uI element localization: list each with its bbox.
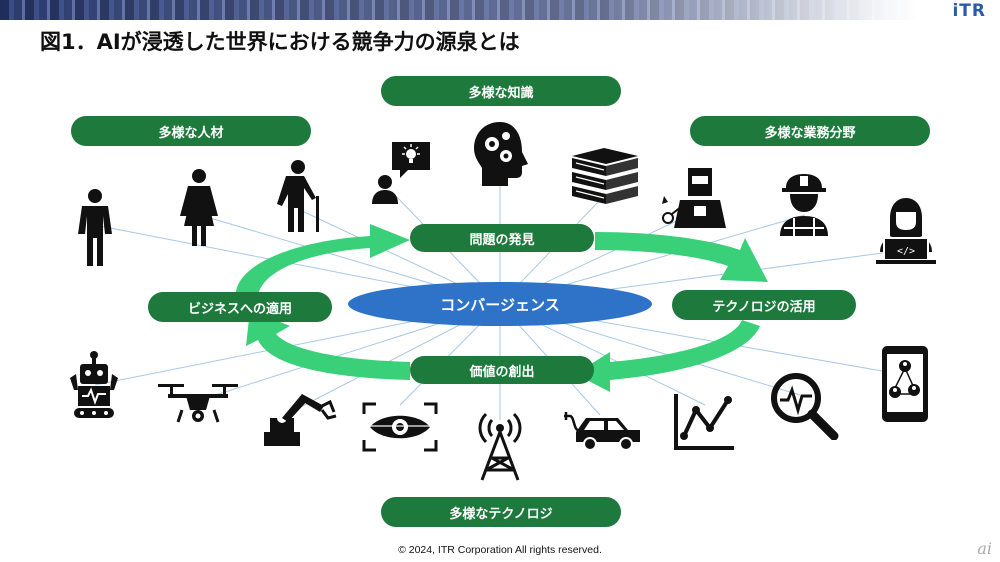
construction-worker-icon xyxy=(780,174,828,236)
robot-arm-icon xyxy=(264,394,337,446)
welder-icon xyxy=(662,168,726,228)
eye-scan-icon xyxy=(362,402,438,452)
watermark: ai xyxy=(977,539,992,558)
robot-icon xyxy=(70,351,118,418)
pill-diverse-technology: 多様なテクノロジ xyxy=(381,497,621,527)
copyright-footer: © 2024, ITR Corporation All rights reser… xyxy=(398,544,602,556)
pill-business-application: ビジネスへの適用 xyxy=(148,292,332,322)
smartphone-network-icon xyxy=(882,346,928,422)
page-title: 図1．AIが浸透した世界における競争力の源泉とは xyxy=(40,30,520,54)
convergence-ellipse: コンバージェンス xyxy=(348,282,652,326)
electric-car-icon xyxy=(564,412,640,451)
pill-diverse-talent: 多様な人材 xyxy=(71,116,311,146)
itr-logo: iTR xyxy=(952,1,986,21)
cycle-arrows xyxy=(236,224,768,392)
brain-gears-icon xyxy=(474,122,528,186)
idea-person-icon xyxy=(372,142,430,204)
pill-diverse-knowledge: 多様な知識 xyxy=(381,76,621,106)
programmer-icon: </> xyxy=(876,198,936,264)
elderly-person-icon xyxy=(277,160,319,232)
person-icon xyxy=(78,189,112,266)
analysis-magnifier-icon xyxy=(771,373,839,440)
pill-value-creation: 価値の創出 xyxy=(410,356,594,384)
pill-diverse-business-fields: 多様な業務分野 xyxy=(690,116,930,146)
woman-icon xyxy=(180,169,218,246)
svg-text:</>: </> xyxy=(897,246,915,257)
antenna-tower-icon xyxy=(478,412,522,481)
pill-problem-discovery: 問題の発見 xyxy=(410,224,594,252)
drone-icon xyxy=(158,384,238,423)
line-chart-icon xyxy=(674,394,734,450)
books-icon xyxy=(572,148,638,204)
pill-technology-utilization: テクノロジの活用 xyxy=(672,290,856,320)
